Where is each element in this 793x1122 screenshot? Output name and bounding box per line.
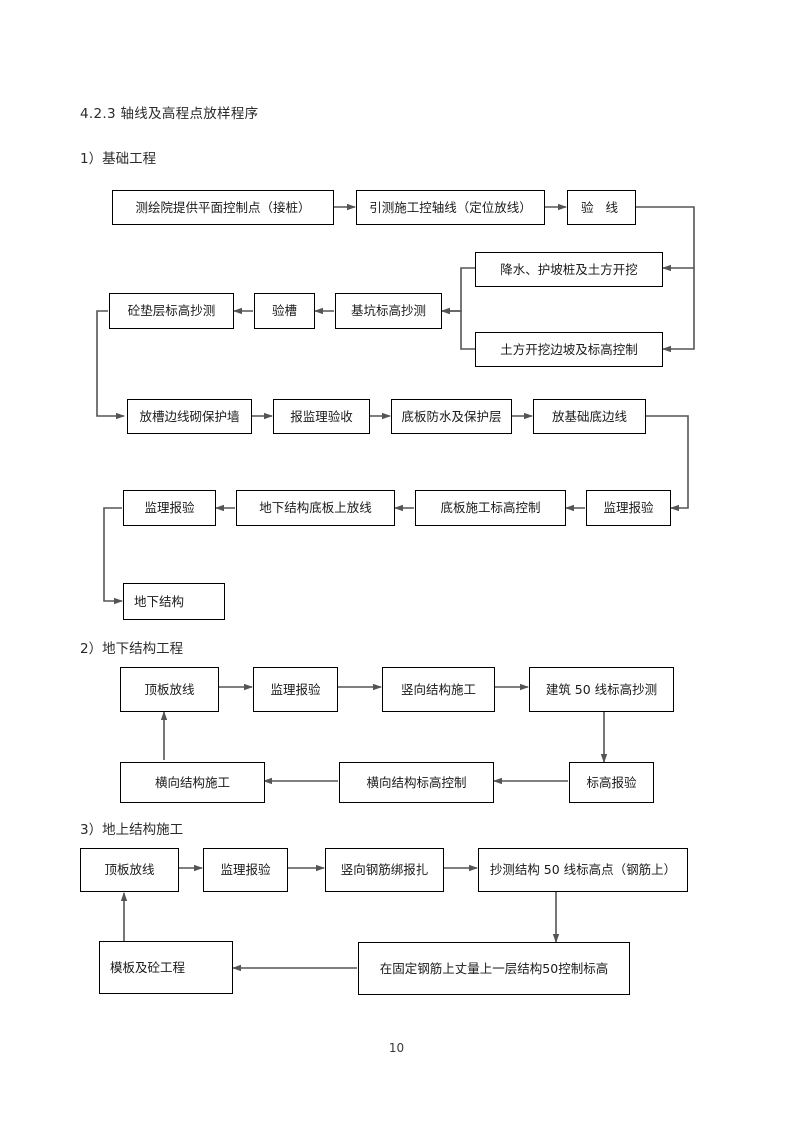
node-supervision-inspection-left[interactable]: 监理报验 [123,490,216,526]
section-heading-underground: 2）地下结构工程 [80,641,184,657]
node-report-supervision-acceptance[interactable]: 报监理验收 [273,399,370,434]
node-concrete-cushion-elevation-survey[interactable]: 砼垫层标高抄测 [109,293,234,329]
node-survey-control-point[interactable]: 测绘院提供平面控制点（接桩） [112,190,334,225]
node-supervision-inspection-aboveground[interactable]: 监理报验 [203,848,288,892]
node-underground-floor-setting-out[interactable]: 地下结构底板上放线 [236,490,395,526]
section-heading-aboveground: 3）地上结构施工 [80,822,184,838]
node-supervision-inspection-underground[interactable]: 监理报验 [253,667,338,712]
node-vertical-rebar-binding[interactable]: 竖向钢筋绑报扎 [325,848,444,892]
node-horizontal-structure-elevation-control[interactable]: 横向结构标高控制 [339,762,494,803]
node-line-check[interactable]: 验 线 [567,190,636,225]
node-building-50-line-elevation-survey[interactable]: 建筑 50 线标高抄测 [529,667,674,712]
node-elevation-inspection[interactable]: 标高报验 [569,762,654,803]
node-construction-axis[interactable]: 引测施工控轴线（定位放线） [356,190,545,225]
node-foundation-bottom-edge-line[interactable]: 放基础底边线 [533,399,646,434]
node-roof-setting-out-underground[interactable]: 顶板放线 [120,667,219,712]
node-horizontal-structure-construction[interactable]: 横向结构施工 [120,762,265,803]
node-roof-setting-out-aboveground[interactable]: 顶板放线 [80,848,179,892]
node-survey-structure-50-line-elevation-point[interactable]: 抄测结构 50 线标高点（钢筋上） [478,848,688,892]
node-trench-inspection[interactable]: 验槽 [254,293,315,329]
node-underground-structure[interactable]: 地下结构 [123,583,225,620]
node-excavation-slope-elevation-control[interactable]: 土方开挖边坡及标高控制 [475,332,663,367]
node-vertical-structure-construction[interactable]: 竖向结构施工 [382,667,495,712]
node-trench-edge-protection-wall[interactable]: 放槽边线砌保护墙 [127,399,252,434]
node-floor-construction-elevation-control[interactable]: 底板施工标高控制 [415,490,566,526]
node-dewatering-slope-excavation[interactable]: 降水、护坡桩及土方开挖 [475,252,663,287]
node-pit-elevation-survey[interactable]: 基坑标高抄测 [335,293,442,329]
page-number: 10 [388,1041,405,1055]
node-floor-waterproof-protection-layer[interactable]: 底板防水及保护层 [391,399,512,434]
node-formwork-and-concrete-works[interactable]: 模板及砼工程 [99,941,233,994]
page-title: 4.2.3 轴线及高程点放样程序 [80,106,259,122]
node-supervision-inspection-right[interactable]: 监理报验 [586,490,671,526]
node-measure-next-floor-50-control-elevation[interactable]: 在固定钢筋上丈量上一层结构50控制标高 [358,942,630,995]
section-heading-foundation: 1）基础工程 [80,151,157,167]
